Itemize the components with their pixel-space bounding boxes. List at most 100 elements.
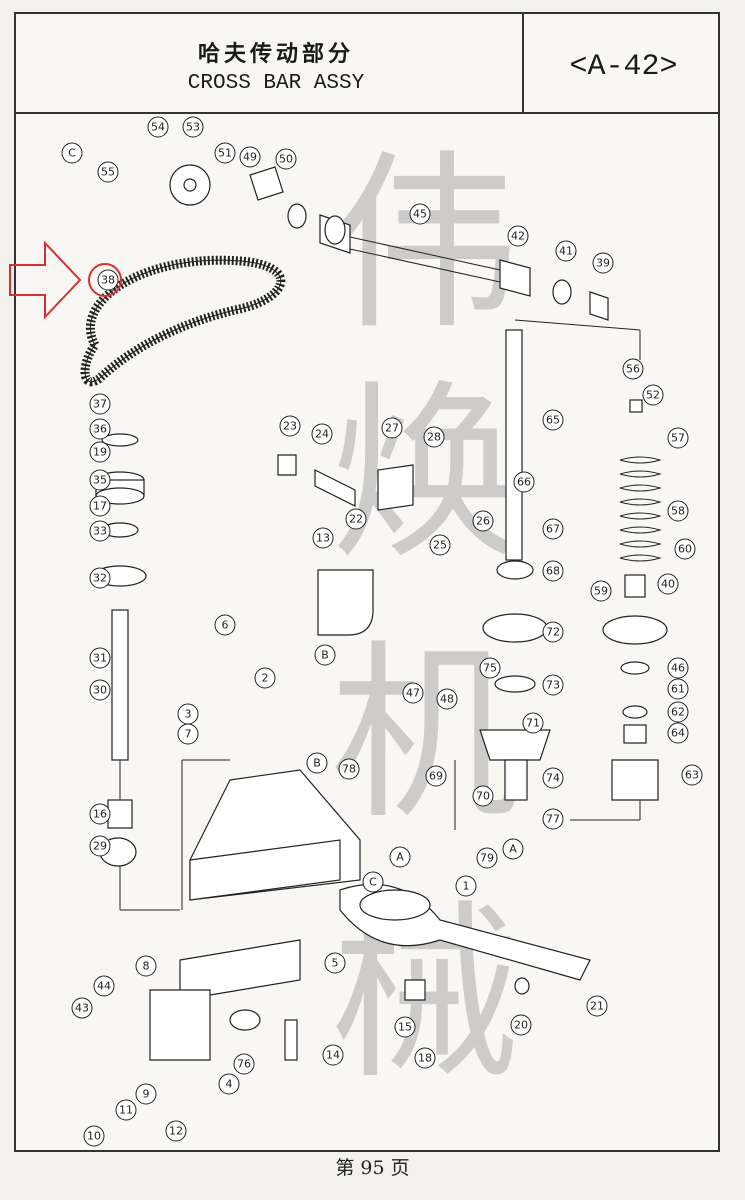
callout-label: 30 bbox=[93, 684, 107, 697]
callout-label: 60 bbox=[678, 543, 692, 556]
callout-8: 8 bbox=[135, 955, 157, 977]
callout-53: 53 bbox=[182, 116, 204, 138]
callout-label: 33 bbox=[93, 525, 107, 538]
callout-label: 67 bbox=[546, 523, 560, 536]
callout-circle bbox=[381, 417, 403, 439]
callout-65: 65 bbox=[542, 409, 564, 431]
callout-circle bbox=[542, 621, 564, 643]
callout-circle bbox=[402, 682, 424, 704]
callout-50: 50 bbox=[275, 148, 297, 170]
callout-circle bbox=[513, 471, 535, 493]
callout-56: 56 bbox=[622, 358, 644, 380]
callout-circle bbox=[642, 384, 664, 406]
page-code: <A-42> bbox=[569, 50, 678, 84]
title-block: 哈夫传动部分 CROSS BAR ASSY <A-42> bbox=[16, 14, 718, 114]
callout-circle bbox=[311, 423, 333, 445]
callout-circle bbox=[472, 785, 494, 807]
callout-label: 77 bbox=[546, 813, 560, 826]
callout-5: 5 bbox=[324, 952, 346, 974]
title-english: CROSS BAR ASSY bbox=[187, 72, 365, 95]
callout-78: 78 bbox=[338, 758, 360, 780]
callout-label: 62 bbox=[671, 706, 685, 719]
callout-26: 26 bbox=[472, 510, 494, 532]
callout-36: 36 bbox=[89, 418, 111, 440]
callout-59: 59 bbox=[590, 580, 612, 602]
callout-circle bbox=[233, 1053, 255, 1075]
callout-25: 25 bbox=[429, 534, 451, 556]
callout-67: 67 bbox=[542, 518, 564, 540]
callout-circle bbox=[89, 803, 111, 825]
callout-label: 70 bbox=[476, 790, 490, 803]
callout-28: 28 bbox=[423, 426, 445, 448]
callout-22: 22 bbox=[345, 508, 367, 530]
callout-label: 71 bbox=[526, 717, 540, 730]
callout-circle bbox=[214, 614, 236, 636]
callout-43: 43 bbox=[71, 997, 93, 1019]
callout-a: A bbox=[389, 846, 411, 868]
callout-label: 2 bbox=[262, 672, 269, 685]
callout-9: 9 bbox=[135, 1083, 157, 1105]
callout-circle bbox=[83, 1125, 105, 1147]
callout-circle bbox=[89, 520, 111, 542]
watermark-char: 伟 bbox=[330, 134, 520, 355]
callout-circle bbox=[89, 835, 111, 857]
callout-label: 79 bbox=[480, 852, 494, 865]
callout-54: 54 bbox=[147, 116, 169, 138]
callout-33: 33 bbox=[89, 520, 111, 542]
callout-circle bbox=[239, 146, 261, 168]
callout-77: 77 bbox=[542, 808, 564, 830]
callout-label: 51 bbox=[218, 147, 232, 160]
callout-circle bbox=[93, 975, 115, 997]
callout-29: 29 bbox=[89, 835, 111, 857]
callout-52: 52 bbox=[642, 384, 664, 406]
highlight-circle bbox=[88, 263, 122, 297]
callout-circle bbox=[667, 427, 689, 449]
callout-circle bbox=[476, 847, 498, 869]
callout-circle bbox=[414, 1047, 436, 1069]
callout-circle bbox=[324, 952, 346, 974]
callout-label: 17 bbox=[93, 500, 107, 513]
callout-6: 6 bbox=[214, 614, 236, 636]
callout-label: 6 bbox=[222, 619, 229, 632]
callout-label: 21 bbox=[590, 1000, 604, 1013]
callout-63: 63 bbox=[681, 764, 703, 786]
callout-circle bbox=[275, 148, 297, 170]
callout-circle bbox=[218, 1073, 240, 1095]
callout-74: 74 bbox=[542, 767, 564, 789]
callout-label: 27 bbox=[385, 422, 399, 435]
callout-51: 51 bbox=[214, 142, 236, 164]
callout-39: 39 bbox=[592, 252, 614, 274]
callout-label: 4 bbox=[226, 1078, 233, 1091]
callout-circle bbox=[89, 679, 111, 701]
callout-circle bbox=[590, 580, 612, 602]
callout-label: 72 bbox=[546, 626, 560, 639]
callout-circle bbox=[338, 758, 360, 780]
callout-label: 43 bbox=[75, 1002, 89, 1015]
callout-label: 66 bbox=[517, 476, 531, 489]
callout-label: 54 bbox=[151, 121, 165, 134]
callout-58: 58 bbox=[667, 500, 689, 522]
callout-76: 76 bbox=[233, 1053, 255, 1075]
callout-label: 23 bbox=[283, 420, 297, 433]
callout-circle bbox=[674, 538, 696, 560]
callout-35: 35 bbox=[89, 469, 111, 491]
callout-b: B bbox=[314, 644, 336, 666]
callout-circle bbox=[667, 500, 689, 522]
callout-47: 47 bbox=[402, 682, 424, 704]
callout-label: 36 bbox=[93, 423, 107, 436]
callout-72: 72 bbox=[542, 621, 564, 643]
callout-40: 40 bbox=[657, 573, 679, 595]
callout-label: 28 bbox=[427, 431, 441, 444]
callout-label: 22 bbox=[349, 513, 363, 526]
worm-assembly bbox=[277, 454, 414, 636]
callout-label: 41 bbox=[559, 245, 573, 258]
callout-label: 48 bbox=[440, 693, 454, 706]
callout-label: 68 bbox=[546, 565, 560, 578]
callout-circle bbox=[657, 573, 679, 595]
callout-label: 16 bbox=[93, 808, 107, 821]
callout-70: 70 bbox=[472, 785, 494, 807]
callout-46: 46 bbox=[667, 657, 689, 679]
callout-label: 35 bbox=[93, 474, 107, 487]
callout-27: 27 bbox=[381, 417, 403, 439]
